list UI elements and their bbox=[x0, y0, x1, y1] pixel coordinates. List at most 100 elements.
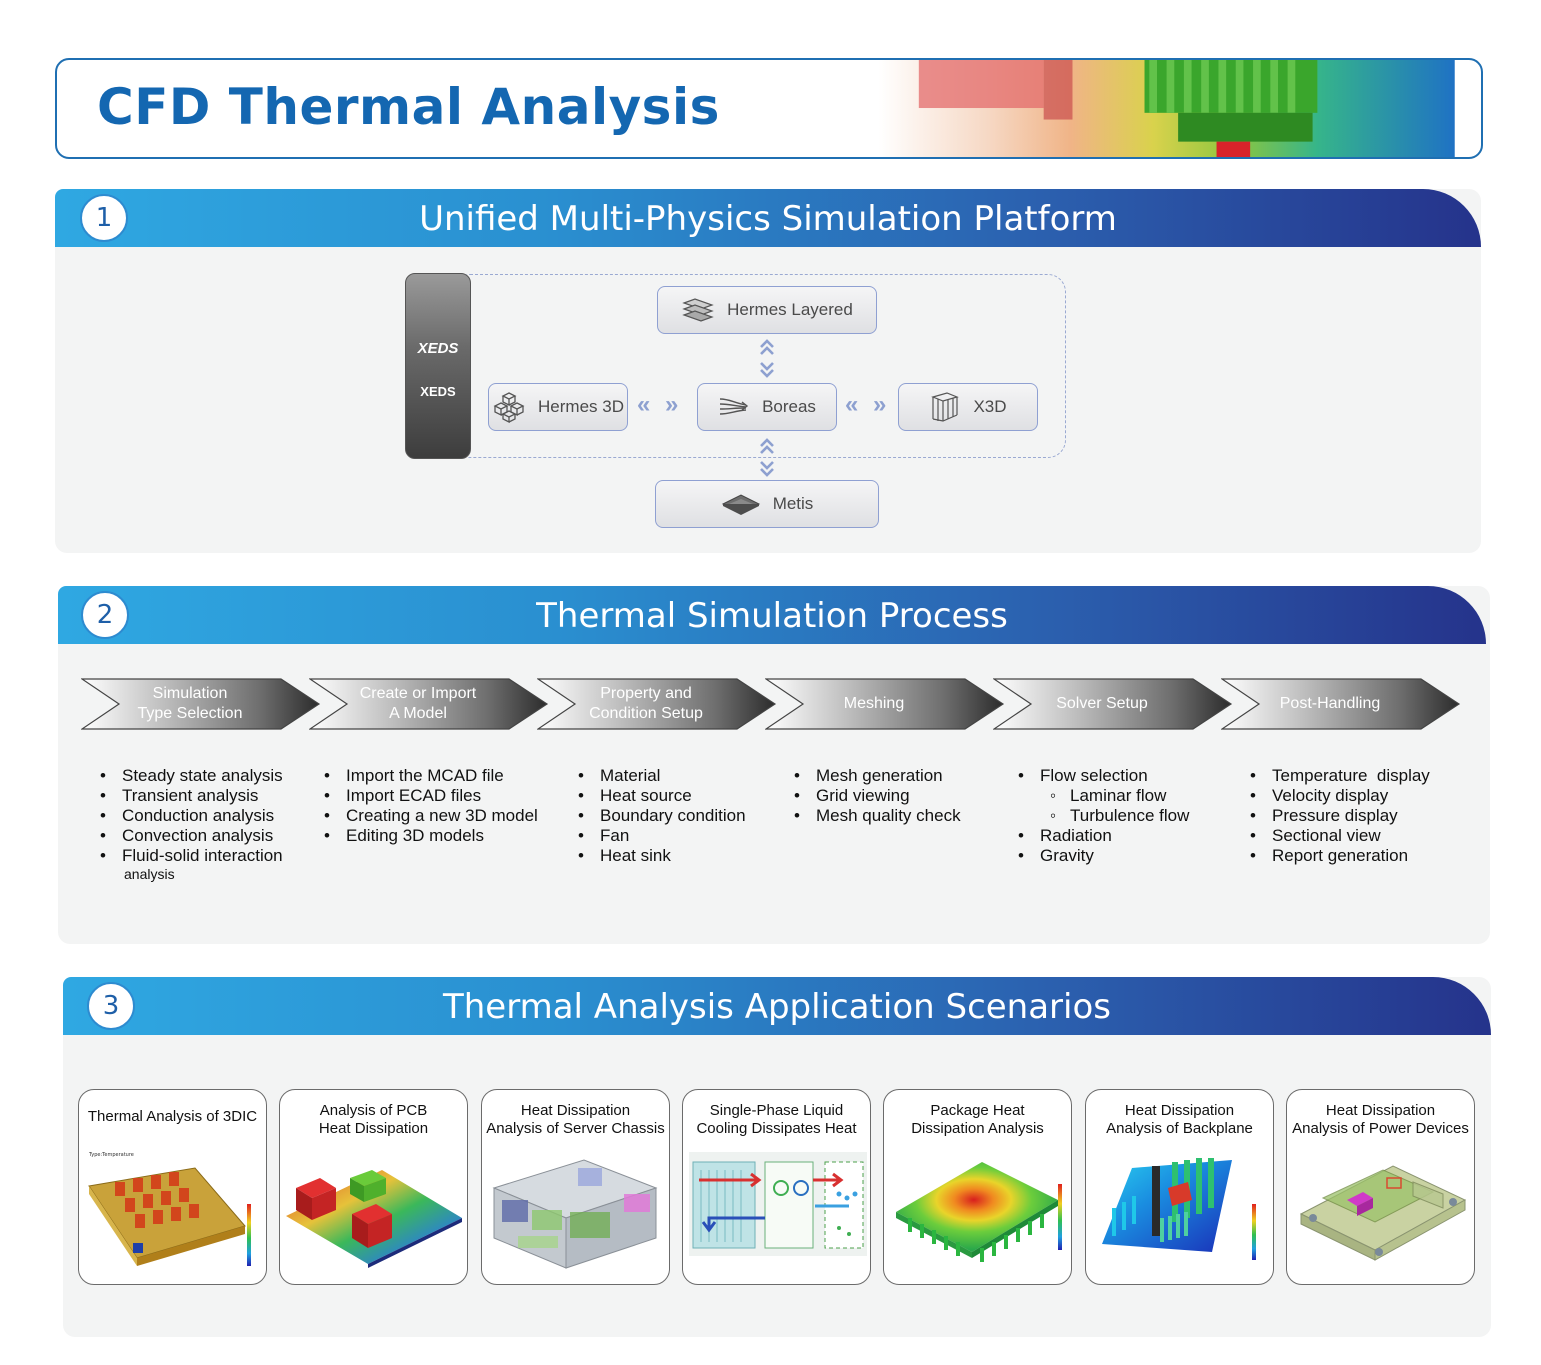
section-1-header: Unified Multi-Physics Simulation Platfor… bbox=[55, 189, 1481, 247]
node-metis: Metis bbox=[655, 480, 879, 528]
scenario-card-title: Single-Phase Liquid Cooling Dissipates H… bbox=[696, 1102, 857, 1137]
section-3-title: Thermal Analysis Application Scenarios bbox=[442, 987, 1111, 1027]
list-item: Convection analysis bbox=[98, 826, 283, 846]
process-step-3: Property and Condition Setup bbox=[537, 678, 777, 730]
list-item: Creating a new 3D model bbox=[322, 806, 538, 826]
process-list-1: Steady state analysis Transient analysis… bbox=[98, 766, 283, 883]
list-item: Flow selection bbox=[1016, 766, 1189, 786]
liquid-cooling-diagram bbox=[689, 1152, 867, 1256]
list-item: Radiation bbox=[1016, 826, 1189, 846]
bidirectional-arrow-right: « » bbox=[845, 391, 891, 418]
list-subitem: Laminar flow bbox=[1016, 786, 1189, 806]
scenario-card-title: Heat Dissipation Analysis of Server Chas… bbox=[486, 1102, 665, 1137]
pcb-heat-image bbox=[286, 1170, 462, 1268]
process-step-3-label: Property and Condition Setup bbox=[589, 685, 703, 722]
section-1-number: 1 bbox=[80, 194, 128, 242]
scenario-card-title: Thermal Analysis of 3DIC bbox=[87, 1108, 258, 1125]
scenario-card-power-devices: Heat Dissipation Analysis of Power Devic… bbox=[1286, 1089, 1475, 1285]
list-item: Steady state analysis bbox=[98, 766, 283, 786]
process-step-5: Solver Setup bbox=[993, 678, 1233, 730]
node-x3d-label: X3D bbox=[973, 397, 1007, 416]
scenario-card-title: Heat Dissipation Analysis of Power Devic… bbox=[1292, 1102, 1469, 1137]
page-title: CFD Thermal Analysis bbox=[97, 78, 720, 136]
3dic-thermal-image: Type:Temperature bbox=[88, 1152, 251, 1266]
node-hermes-3d-label: Hermes 3D bbox=[538, 397, 624, 416]
process-step-5-label: Solver Setup bbox=[1056, 695, 1148, 712]
scenario-card-title: Analysis of PCB Heat Dissipation bbox=[318, 1102, 429, 1137]
process-step-4-label: Meshing bbox=[843, 695, 905, 712]
process-step-4: Meshing bbox=[765, 678, 1005, 730]
node-hermes-3d: Hermes 3D bbox=[488, 383, 628, 431]
scenario-card-server-chassis: Heat Dissipation Analysis of Server Chas… bbox=[481, 1089, 670, 1285]
list-item: Sectional view bbox=[1248, 826, 1430, 846]
list-item: Temperature display bbox=[1248, 766, 1430, 786]
server-chassis-image bbox=[492, 1159, 658, 1269]
scenario-card-package-heat: Package Heat Dissipation Analysis bbox=[883, 1089, 1072, 1285]
list-item: Heat sink bbox=[576, 846, 746, 866]
section-3-number: 3 bbox=[87, 982, 135, 1030]
section-2-title: Thermal Simulation Process bbox=[536, 596, 1008, 636]
scenario-card-backplane: Heat Dissipation Analysis of Backplane bbox=[1085, 1089, 1274, 1285]
node-metis-label: Metis bbox=[772, 494, 814, 513]
list-item: Pressure display bbox=[1248, 806, 1430, 826]
scenario-card-title: Heat Dissipation Analysis of Backplane bbox=[1106, 1102, 1253, 1137]
xeds-label: XEDS bbox=[420, 384, 456, 399]
list-item: Grid viewing bbox=[792, 786, 961, 806]
list-item: Heat source bbox=[576, 786, 746, 806]
airflow-icon bbox=[720, 398, 749, 415]
xeds-logo: XEDS bbox=[417, 340, 459, 357]
node-boreas-label: Boreas bbox=[762, 397, 816, 416]
list-item: Import ECAD files bbox=[322, 786, 538, 806]
vertical-arrow-bottom bbox=[760, 438, 774, 477]
list-item: Editing 3D models bbox=[322, 826, 538, 846]
node-hermes-layered: Hermes Layered bbox=[657, 286, 877, 334]
list-subitem: Turbulence flow bbox=[1016, 806, 1189, 826]
scenario-card-liquid-cooling: Single-Phase Liquid Cooling Dissipates H… bbox=[682, 1089, 871, 1285]
scenario-card-title: Package Heat Dissipation Analysis bbox=[911, 1102, 1044, 1137]
bidirectional-arrow-left: « » bbox=[637, 391, 683, 418]
title-banner: CFD Thermal Analysis bbox=[55, 58, 1483, 159]
process-list-2: Import the MCAD file Import ECAD files C… bbox=[322, 766, 538, 846]
layers-icon bbox=[682, 298, 714, 322]
list-item: Fluid-solid interaction bbox=[98, 846, 283, 866]
section-3-header: Thermal Analysis Application Scenarios bbox=[63, 977, 1491, 1035]
process-step-2: Create or Import A Model bbox=[309, 678, 549, 730]
section-2-number: 2 bbox=[81, 591, 129, 639]
process-step-6: Post-Handling bbox=[1221, 678, 1461, 730]
list-item: Velocity display bbox=[1248, 786, 1430, 806]
power-device-image bbox=[1299, 1165, 1467, 1261]
node-x3d: X3D bbox=[898, 383, 1038, 431]
package-heat-image bbox=[896, 1162, 1062, 1262]
scenario-card-pcb: Analysis of PCB Heat Dissipation bbox=[279, 1089, 468, 1285]
xeds-platform-block: XEDS XEDS bbox=[405, 273, 471, 459]
process-step-6-label: Post-Handling bbox=[1279, 695, 1381, 712]
process-list-5: Flow selection Laminar flow Turbulence f… bbox=[1016, 766, 1189, 866]
node-hermes-layered-label: Hermes Layered bbox=[727, 300, 853, 319]
node-boreas: Boreas bbox=[697, 383, 837, 431]
section-1-title: Unified Multi-Physics Simulation Platfor… bbox=[419, 199, 1117, 239]
section-2-header: Thermal Simulation Process bbox=[58, 586, 1486, 644]
list-item: Gravity bbox=[1016, 846, 1189, 866]
title-banner-heatmap-image bbox=[83, 60, 1455, 157]
list-item: Report generation bbox=[1248, 846, 1430, 866]
scenario-card-3dic: Thermal Analysis of 3DIC Type:Temperatur… bbox=[78, 1089, 267, 1285]
svg-text:Type:Temperature: Type:Temperature bbox=[88, 1152, 134, 1158]
process-list-3: Material Heat source Boundary condition … bbox=[576, 766, 746, 866]
list-item: Mesh quality check bbox=[792, 806, 961, 826]
section-2-panel bbox=[58, 586, 1490, 944]
list-item: Transient analysis bbox=[98, 786, 283, 806]
cubes-icon bbox=[493, 392, 525, 423]
list-item-continuation: analysis bbox=[124, 866, 175, 882]
list-item: Boundary condition bbox=[576, 806, 746, 826]
list-item: Import the MCAD file bbox=[322, 766, 538, 786]
process-step-1-label: Simulation Type Selection bbox=[137, 685, 243, 722]
process-list-4: Mesh generation Grid viewing Mesh qualit… bbox=[792, 766, 961, 826]
backplane-heat-image bbox=[1102, 1158, 1256, 1260]
chip-package-icon bbox=[721, 494, 760, 515]
list-item: Fan bbox=[576, 826, 746, 846]
process-step-1: Simulation Type Selection bbox=[81, 678, 321, 730]
process-list-6: Temperature display Velocity display Pre… bbox=[1248, 766, 1430, 866]
list-item: Conduction analysis bbox=[98, 806, 283, 826]
x3d-structure-icon bbox=[931, 392, 960, 422]
vertical-arrow-top bbox=[760, 339, 774, 378]
